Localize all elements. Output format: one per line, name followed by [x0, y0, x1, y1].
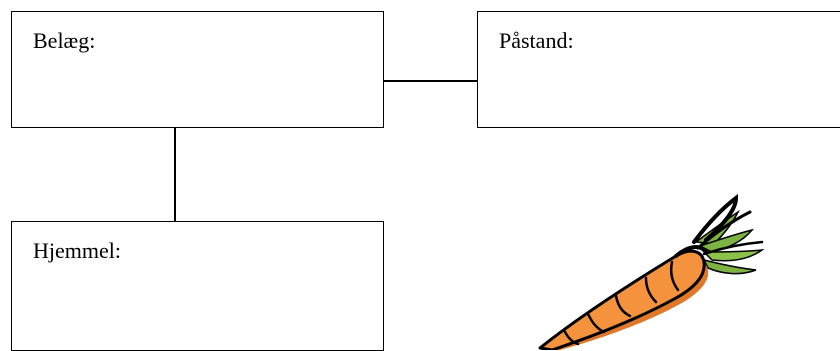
carrot-top-outline: [674, 245, 708, 258]
carrot-icon: [538, 193, 765, 350]
pastand-box: Påstand:: [477, 11, 840, 128]
carrot-leaves: [692, 193, 765, 275]
carrot-body: [538, 249, 706, 350]
hjemmel-label: Hjemmel:: [33, 238, 121, 263]
connector-belaeg-hjemmel: [174, 128, 176, 221]
pastand-label: Påstand:: [499, 28, 574, 53]
belaeg-label: Belæg:: [33, 28, 96, 53]
hjemmel-box: Hjemmel:: [11, 221, 384, 351]
connector-belaeg-pastand: [384, 80, 477, 82]
belaeg-box: Belæg:: [11, 11, 384, 128]
